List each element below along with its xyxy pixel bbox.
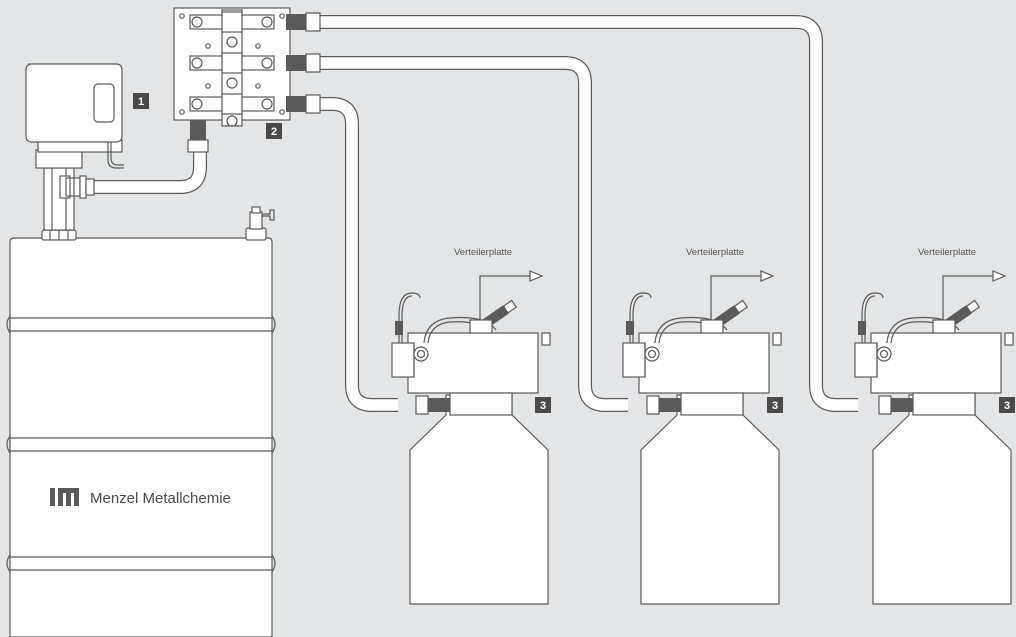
badge-manifold-number: 2 (271, 126, 277, 138)
badge-unit-2-number: 3 (772, 400, 778, 412)
unit-2-outlet-label: Verteilerplatte (686, 247, 744, 258)
pump-window (94, 84, 114, 122)
pump-flange (36, 150, 82, 168)
unit-1-outlet-label: Verteilerplatte (454, 247, 512, 258)
level-sensor (250, 212, 262, 229)
badge-unit-3-number: 3 (1004, 400, 1010, 412)
manifold-outlet-fittings (286, 13, 320, 113)
unit-3-outlet-label: Verteilerplatte (918, 247, 976, 258)
badge-unit-1-number: 3 (540, 400, 546, 412)
drum-bung-right (246, 228, 266, 240)
badge-pump-number: 1 (138, 96, 144, 108)
drum-brand-label: Menzel Metallchemie (90, 490, 231, 507)
chemical-drum: Menzel Metallchemie (7, 207, 275, 637)
